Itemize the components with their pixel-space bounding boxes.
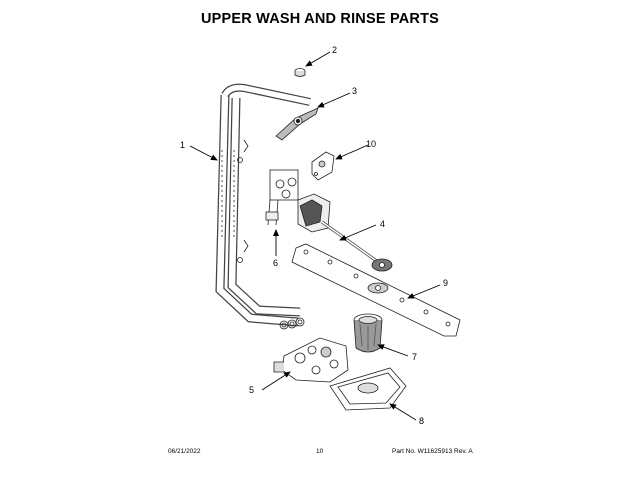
callout-3: 3	[352, 86, 358, 96]
callout-10: 10	[366, 139, 377, 149]
footer-page-number: 10	[316, 448, 324, 455]
callout-leaders	[189, 51, 441, 421]
part-3-spray-arm	[275, 107, 319, 141]
footer-date: 06/21/2022	[168, 448, 201, 455]
part-5-pump-housing	[273, 337, 349, 383]
callout-4: 4	[380, 219, 386, 229]
part-2-cap	[294, 68, 306, 77]
callout-8: 8	[419, 416, 425, 426]
part-1-conduit	[215, 83, 311, 330]
page-title: UPPER WASH AND RINSE PARTS	[200, 11, 440, 27]
part-7-filter	[353, 313, 383, 353]
part-4-supply-tube	[297, 193, 393, 272]
part-9-spray-arm	[291, 243, 461, 337]
callout-9: 9	[443, 278, 449, 288]
footer-part-number: Part No. W11625913 Rev. A	[392, 448, 473, 455]
callout-1: 1	[180, 140, 186, 150]
part-10-bracket	[311, 151, 335, 181]
callout-2: 2	[332, 45, 338, 55]
callout-6: 6	[273, 258, 279, 268]
part-8-base-plate	[329, 367, 407, 411]
part-6-valve	[265, 169, 299, 226]
callout-5: 5	[249, 385, 255, 395]
callout-7: 7	[412, 352, 418, 362]
